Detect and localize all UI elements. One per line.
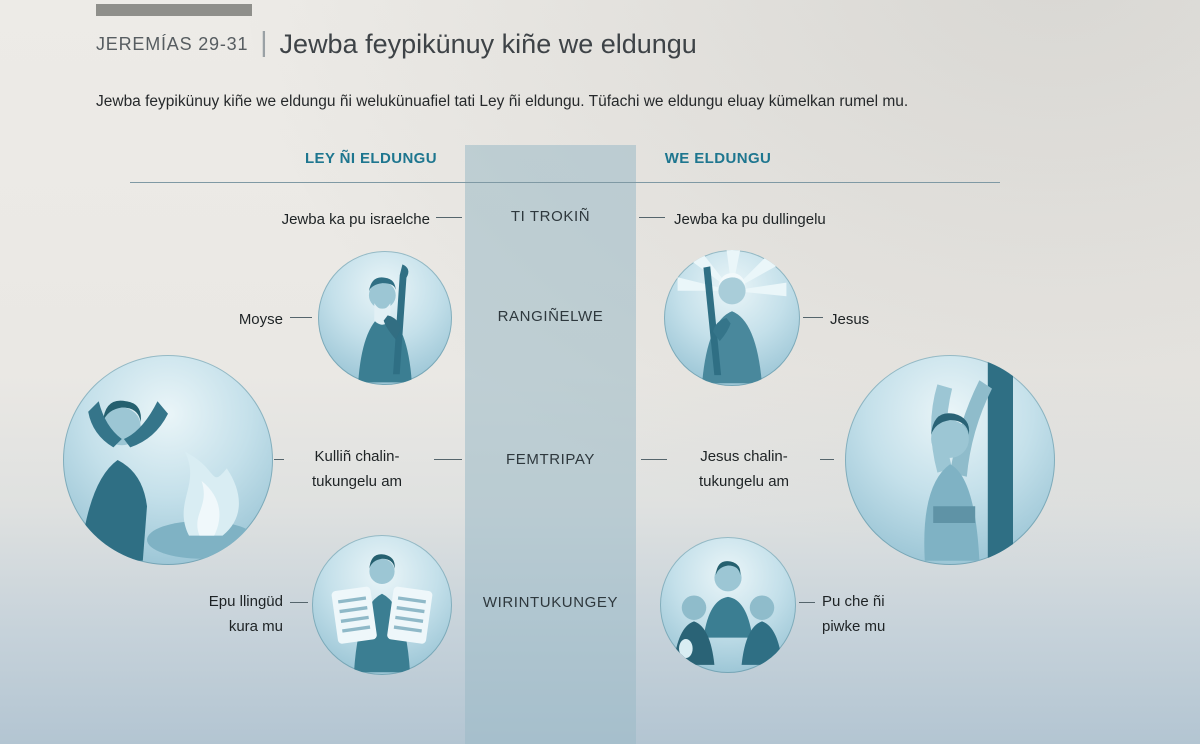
priest-fire-offering-icon xyxy=(79,400,257,561)
jesus-with-staff-illustration xyxy=(664,250,800,386)
row1-category: TI TROKIÑ xyxy=(510,208,591,225)
row2-category: RANGIÑELWE xyxy=(497,308,604,325)
row4-left-label: Epu llingüd kura mu xyxy=(208,593,283,635)
row2-left-connector xyxy=(290,317,312,318)
jesus-with-staff-icon xyxy=(677,250,787,384)
row4-right-label: Pu che ñi piwke mu xyxy=(822,593,886,635)
header-divider: | xyxy=(260,26,268,57)
row3-left-inner-connector xyxy=(274,459,284,460)
moses-with-staff-illustration xyxy=(318,251,452,385)
row3-right-inner-connector xyxy=(820,459,834,460)
row2-right-connector xyxy=(803,317,823,318)
people-group-icon xyxy=(673,561,783,665)
priest-fire-offering-illustration xyxy=(63,355,273,565)
people-group-illustration xyxy=(660,537,796,673)
moses-tablets-icon xyxy=(331,554,433,673)
scripture-eyebrow: JEREMÍAS 29-31 xyxy=(96,33,249,54)
row1-left-connector xyxy=(436,217,462,218)
row3-right-connector xyxy=(641,459,667,460)
row4-right-connector xyxy=(799,602,815,603)
row2-right-label: Jesus xyxy=(830,311,870,328)
column-header-old-covenant: LEY ÑI ELDUNGU xyxy=(304,150,437,167)
page-title: Jewba feypikünuy kiñe we eldungu xyxy=(279,28,697,59)
row2-left-label: Moyse xyxy=(238,311,283,328)
row4-left-connector xyxy=(290,602,308,603)
row1-right-label: Jewba ka pu dullingelu xyxy=(674,211,826,228)
row3-category: FEMTRIPAY xyxy=(505,451,595,468)
column-header-new-covenant: WE ELDUNGU xyxy=(664,150,772,167)
top-accent-bar xyxy=(96,4,252,16)
row3-right-label: Jesus chalin- tukungelu am xyxy=(698,448,790,490)
row4-category: WIRINTUKUNGEY xyxy=(482,594,619,611)
center-band xyxy=(465,145,636,744)
header-underline xyxy=(130,182,1000,183)
row1-right-connector xyxy=(639,217,665,218)
jesus-on-stake-icon xyxy=(924,355,1013,565)
jesus-on-stake-illustration xyxy=(845,355,1055,565)
moses-with-staff-icon xyxy=(358,264,412,383)
intro-text: Jewba feypikünuy kiñe we eldungu ñi welu… xyxy=(96,93,909,110)
row3-left-connector xyxy=(434,459,462,460)
moses-tablets-illustration xyxy=(312,535,452,675)
page-header: JEREMÍAS 29-31 | Jewba feypikünuy kiñe w… xyxy=(96,26,697,60)
row1-left-label: Jewba ka pu israelche xyxy=(281,211,430,228)
row3-left-label: Kulliñ chalin- tukungelu am xyxy=(311,448,403,490)
